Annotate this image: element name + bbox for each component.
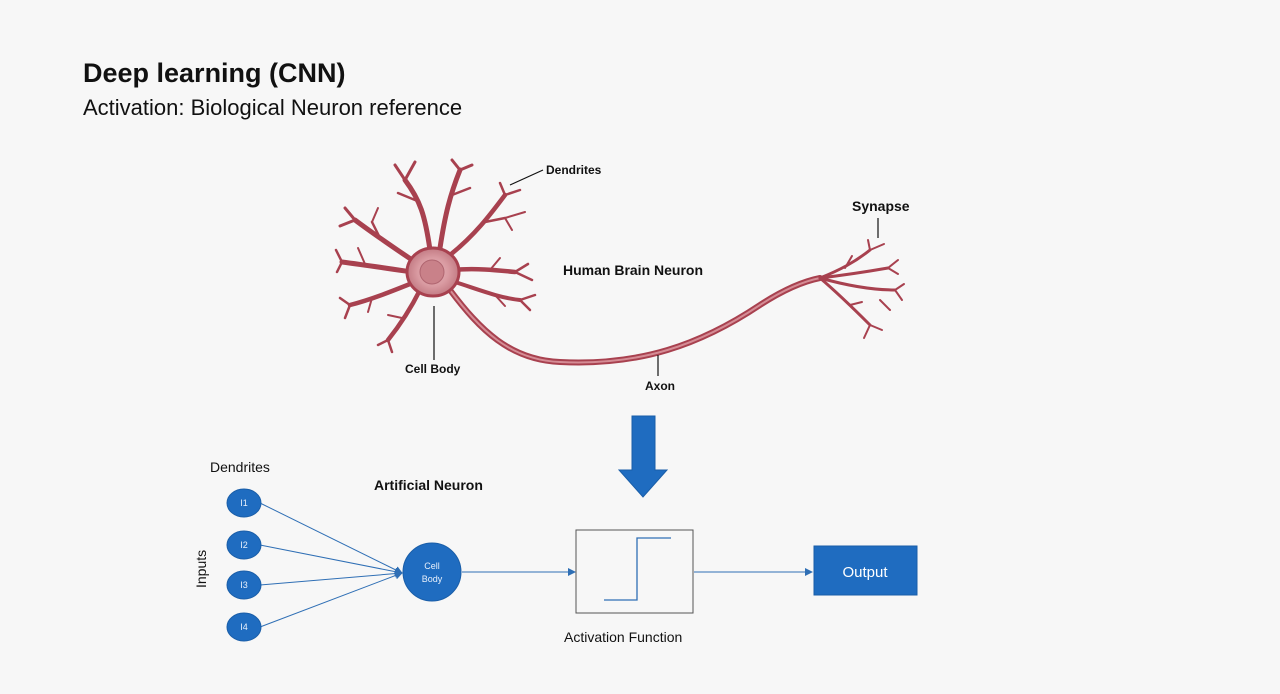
input-node-label: I1 <box>240 498 248 508</box>
label-artificial-dendrites: Dendrites <box>210 459 270 475</box>
activation-function-box <box>575 529 694 614</box>
axon-fiber <box>447 275 823 366</box>
slide-title: Deep learning (CNN) <box>83 58 346 88</box>
input-node: I2 <box>226 530 262 560</box>
label-human-brain-neuron: Human Brain Neuron <box>563 262 703 278</box>
label-artificial-neuron: Artificial Neuron <box>374 477 483 493</box>
biological-neuron-illustration: Dendrites Synapse Human Brain Neuron Cel… <box>334 158 910 393</box>
label-cell-body: Cell Body <box>405 362 461 376</box>
output-box: Output <box>813 545 918 596</box>
input-node: I3 <box>226 570 262 600</box>
nucleus <box>419 259 445 285</box>
label-activation-function: Activation Function <box>564 629 682 645</box>
input-node-label: I4 <box>240 622 248 632</box>
label-axon: Axon <box>645 379 675 393</box>
cell-body-label-line1: Cell <box>424 561 440 571</box>
label-inputs: Inputs <box>193 550 209 588</box>
label-dendrites: Dendrites <box>546 163 602 177</box>
label-synapse: Synapse <box>852 198 910 214</box>
step-function-icon <box>604 537 671 601</box>
artificial-neuron-diagram: Dendrites Artificial Neuron Inputs I1 I2… <box>193 459 918 645</box>
output-label: Output <box>842 564 888 581</box>
dendrite-branches <box>334 158 537 354</box>
cell-body-label-line2: Body <box>422 574 443 584</box>
input-node-label: I2 <box>240 540 248 550</box>
input-node: I1 <box>226 488 262 518</box>
synapse-terminals <box>818 239 905 339</box>
slide-subtitle: Activation: Biological Neuron reference <box>83 95 463 120</box>
down-arrow-icon <box>617 415 669 498</box>
cell-body-node: Cell Body <box>402 542 462 602</box>
input-node-label: I3 <box>240 580 248 590</box>
input-node: I4 <box>226 612 262 642</box>
